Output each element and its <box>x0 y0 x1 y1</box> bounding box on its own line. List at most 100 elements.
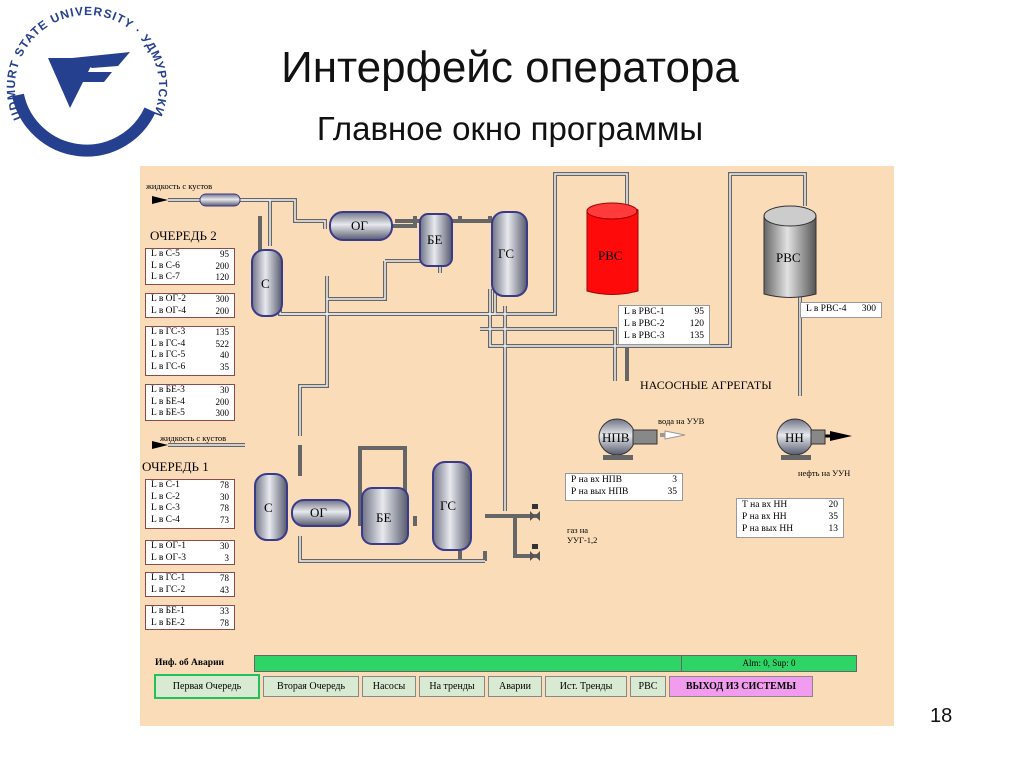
queue1-title: ОЧЕРЕДЬ 1 <box>142 459 209 474</box>
level-value: 30 <box>220 385 229 395</box>
label-be-bottom: БЕ <box>376 510 392 525</box>
param-label: Р на вх НН <box>742 512 787 522</box>
param-value: 35 <box>667 487 678 497</box>
level-label: L в БЕ-4 <box>151 396 185 407</box>
gas-separator-og-top[interactable] <box>329 211 393 241</box>
separator-c-top[interactable] <box>251 249 283 317</box>
label-be-top: БЕ <box>427 232 443 247</box>
gas-separator-gs-bottom[interactable] <box>432 461 472 551</box>
level-value: 95 <box>220 249 229 259</box>
level-label: L в С-5 <box>151 249 180 259</box>
operator-panel: жидкость с кустов жидкость с кустов вода… <box>140 166 894 726</box>
level-row: L в С-5 95 <box>146 249 234 261</box>
level-label: L в С-2 <box>151 491 180 502</box>
alarm-indicator[interactable] <box>254 655 682 672</box>
buffer-be-bottom[interactable] <box>361 487 409 545</box>
level-label: L в С-4 <box>151 514 180 525</box>
level-label: L в РВС-1 <box>624 307 665 317</box>
level-value: 135 <box>689 331 704 341</box>
level-value: 33 <box>220 606 229 616</box>
level-label: L в БЕ-1 <box>151 606 185 616</box>
slide-title: Интерфейс оператора <box>281 43 739 92</box>
flow-label-oil: нефть на УУН <box>798 468 851 478</box>
buffer-be-top[interactable] <box>419 213 453 267</box>
pump-nn[interactable] <box>776 418 826 460</box>
university-logo: UDMURT STATE UNIVERSITY · УДМУРТСКИЙ ГОС… <box>0 0 175 170</box>
flow-label-water: вода на УУВ <box>658 416 705 426</box>
history-trends-button[interactable]: Ист. Тренды <box>545 676 627 697</box>
inlet-arrow-bottom <box>152 441 168 449</box>
level-label: L в РВС-3 <box>624 331 665 341</box>
label-rvs-gray: РВС <box>776 250 801 265</box>
alarm-bar: Инф. об Аварии Alm: 0, Sup: 0 <box>154 655 857 672</box>
slide-number: 18 <box>930 705 953 727</box>
slide-subtitle: Главное окно программы <box>316 110 704 147</box>
label-c-bottom: С <box>264 500 273 515</box>
flow-label-liquid-top: жидкость с кустов <box>146 181 213 191</box>
param-label: Р на вых НПВ <box>571 487 629 497</box>
level-value: 200 <box>215 396 230 407</box>
level-label: L в ГС-5 <box>151 350 186 360</box>
label-c-top: С <box>261 276 270 291</box>
level-value: 200 <box>215 260 230 271</box>
level-value: 30 <box>220 541 229 551</box>
level-label: L в ОГ-3 <box>151 552 186 563</box>
gas-separator-og-bottom[interactable] <box>291 499 351 527</box>
pumps-button[interactable]: Насосы <box>362 676 416 697</box>
rvs-button[interactable]: РВС <box>630 676 666 697</box>
gas-valve-1[interactable] <box>530 504 540 521</box>
nav-bar: Первая Очередь Вторая Очередь Насосы На … <box>154 674 816 699</box>
level-label: L в С-6 <box>151 260 180 271</box>
level-label: L в РВС-2 <box>624 319 665 329</box>
param-value: 35 <box>828 512 839 522</box>
to-trends-button[interactable]: На тренды <box>419 676 485 697</box>
param-label: Т на вх НН <box>742 500 788 510</box>
gas-valve-2[interactable] <box>530 544 540 561</box>
level-value: 95 <box>694 307 705 317</box>
level-label: L в С-7 <box>151 272 180 282</box>
queue2-title: ОЧЕРЕДЬ 2 <box>150 228 217 243</box>
flow-label-gas-2: УУГ-1,2 <box>567 535 598 545</box>
label-nn: НН <box>785 430 804 445</box>
level-label: L в С-3 <box>151 503 180 513</box>
label-gs-bottom: ГС <box>440 498 457 513</box>
param-value: 20 <box>828 500 839 510</box>
level-label: L в ОГ-2 <box>151 294 186 304</box>
level-label: L в ГС-2 <box>151 584 186 595</box>
pump-npv[interactable] <box>598 418 658 460</box>
level-label: L в БЕ-2 <box>151 617 185 628</box>
param-value: 3 <box>672 475 677 485</box>
param-label: Р на вых НН <box>742 524 794 534</box>
level-value: 300 <box>861 304 876 314</box>
alarm-label: Инф. об Аварии <box>155 658 225 668</box>
level-value: 78 <box>220 503 229 513</box>
first-queue-button[interactable]: Первая Очередь <box>154 674 260 699</box>
level-label: L в БЕ-3 <box>151 385 185 395</box>
label-npv: НПВ <box>602 430 630 445</box>
level-value: 78 <box>220 573 229 583</box>
level-label: L в ГС-3 <box>151 327 186 337</box>
separator-c-bottom[interactable] <box>254 473 288 541</box>
exit-system-button[interactable]: ВЫХОД ИЗ СИСТЕМЫ <box>669 676 813 697</box>
level-value: 78 <box>220 480 229 490</box>
gas-separator-gs-top[interactable] <box>491 211 528 297</box>
flow-label-liquid-bottom: жидкость с кустов <box>160 433 227 443</box>
inlet-arrow-top <box>152 196 168 204</box>
alarms-button[interactable]: Аварии <box>488 676 542 697</box>
pumps-title: НАСОСНЫЕ АГРЕГАТЫ <box>640 378 772 392</box>
level-label: L в БЕ-5 <box>151 408 185 418</box>
process-diagram <box>152 172 852 563</box>
level-label: L в ГС-6 <box>151 361 186 372</box>
second-queue-button[interactable]: Вторая Очередь <box>263 676 359 697</box>
label-gs-top: ГС <box>498 246 515 261</box>
